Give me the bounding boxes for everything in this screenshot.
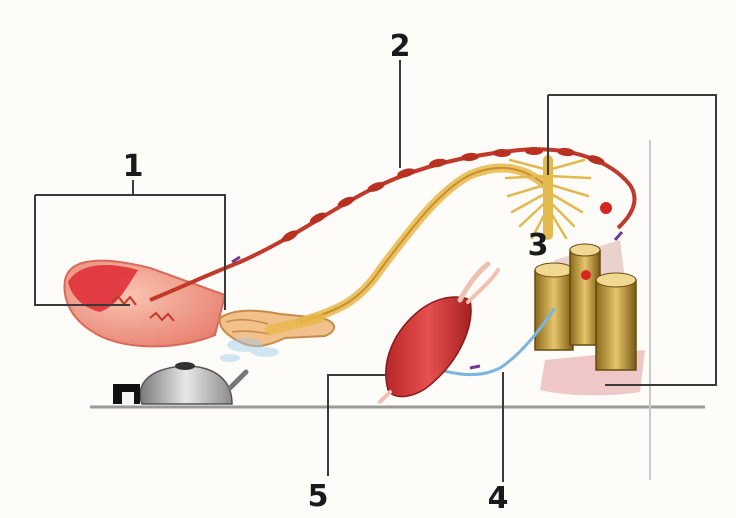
label-3: 3 bbox=[528, 228, 549, 263]
spinal-column-icon bbox=[535, 240, 645, 395]
muscle-icon bbox=[380, 264, 498, 402]
label-5: 5 bbox=[308, 479, 329, 514]
label-5-leader bbox=[328, 375, 385, 476]
label-4: 4 bbox=[488, 481, 509, 516]
label-1: 1 bbox=[123, 149, 144, 184]
skin-section bbox=[64, 261, 225, 347]
kettle-icon bbox=[113, 362, 246, 404]
sensory-nerve bbox=[270, 168, 545, 330]
label-2: 2 bbox=[390, 29, 411, 64]
